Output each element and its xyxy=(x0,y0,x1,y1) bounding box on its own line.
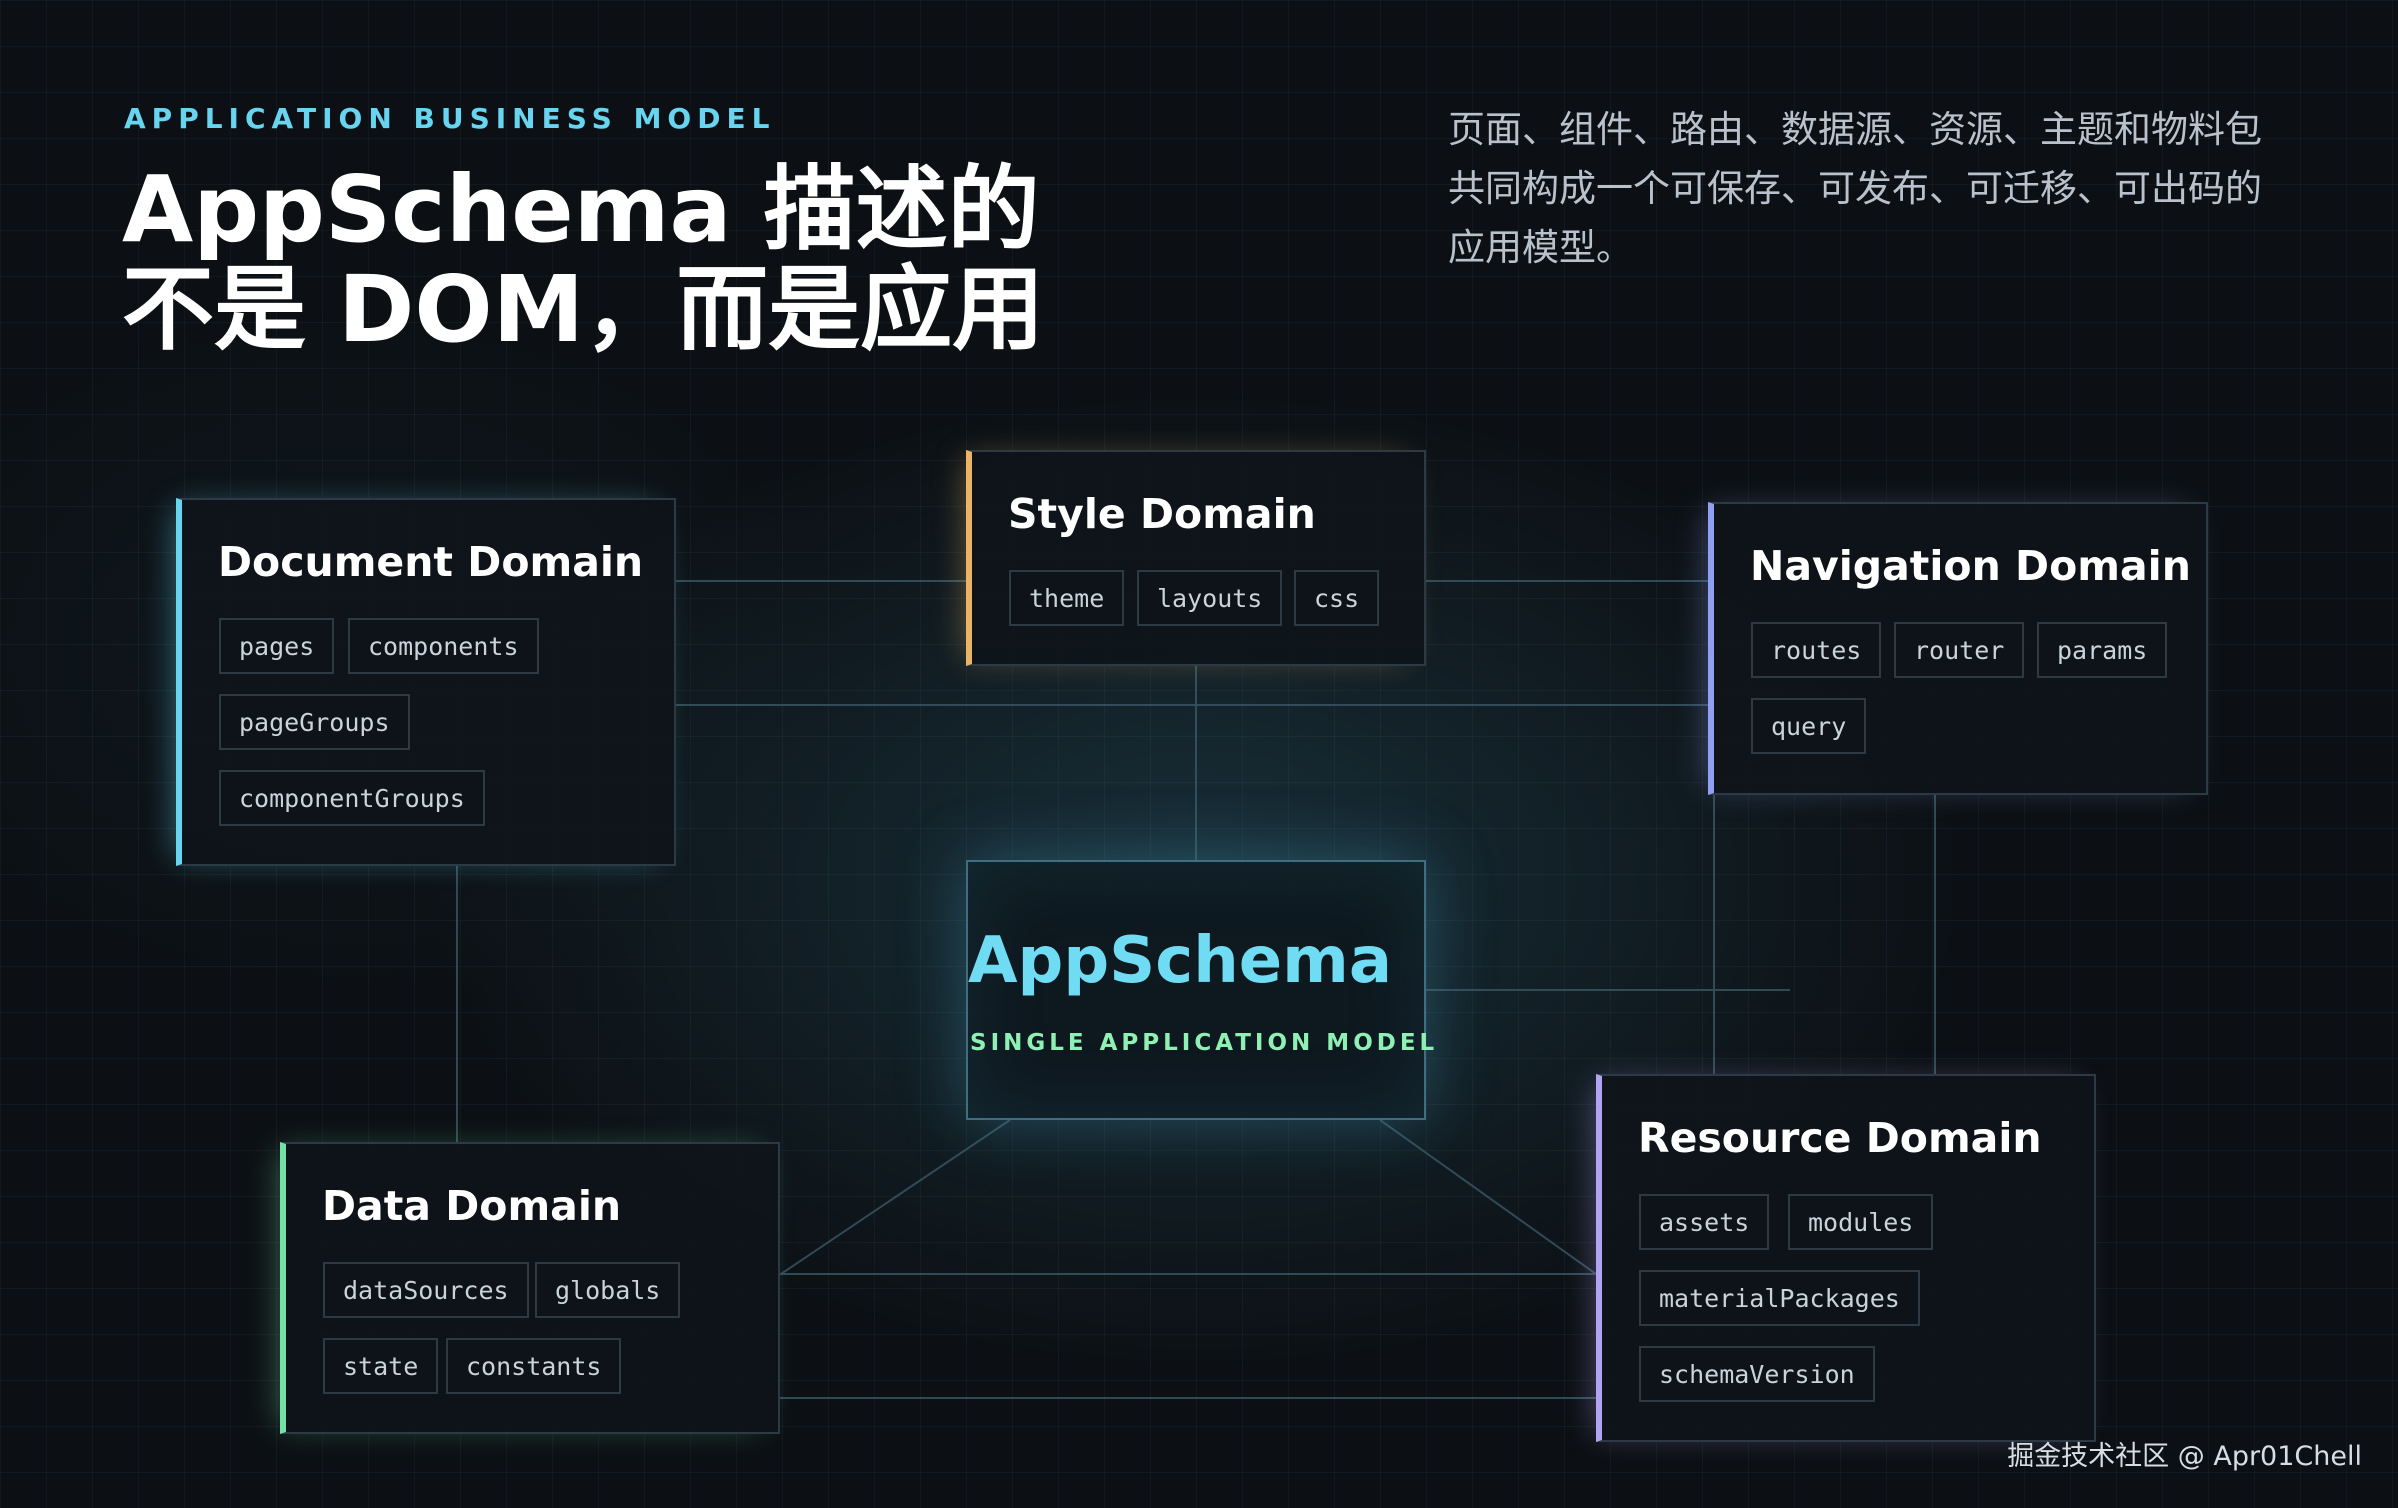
resource-domain-title: Resource Domain xyxy=(1638,1114,2042,1162)
tag-page-groups: pageGroups xyxy=(219,694,410,750)
appschema-subtitle: SINGLE APPLICATION MODEL xyxy=(970,1030,1439,1056)
tag-css: css xyxy=(1294,570,1380,626)
tag-components: components xyxy=(348,618,539,674)
navigation-domain-card: Navigation Domain routes router params q… xyxy=(1708,502,2208,795)
tag-material-packages: materialPackages xyxy=(1639,1270,1920,1326)
tag-globals: globals xyxy=(535,1262,681,1318)
tag-pages: pages xyxy=(219,618,335,674)
eyebrow-label: APPLICATION BUSINESS MODEL xyxy=(124,102,776,135)
tag-state: state xyxy=(323,1338,439,1394)
tag-data-sources: dataSources xyxy=(323,1262,529,1318)
tag-layouts: layouts xyxy=(1137,570,1283,626)
page-title-line-2: 不是 DOM，而是应用 xyxy=(122,256,1045,363)
link-center-resource xyxy=(1379,1119,1597,1275)
tag-routes: routes xyxy=(1751,622,1882,678)
navigation-domain-title: Navigation Domain xyxy=(1750,542,2191,590)
data-domain-title: Data Domain xyxy=(322,1182,622,1230)
page-description: 页面、组件、路由、数据源、资源、主题和物料包共同构成一个可保存、可发布、可迁移、… xyxy=(1448,108,2262,269)
credit-watermark: 掘金技术社区 @ Apr01Chell xyxy=(2007,1441,2362,1472)
tag-router: router xyxy=(1894,622,2025,678)
appschema-center-card: AppSchema SINGLE APPLICATION MODEL xyxy=(966,860,1434,1120)
style-domain-title: Style Domain xyxy=(1008,490,1316,538)
page-title-line-1: AppSchema 描述的 xyxy=(122,156,1040,263)
link-center-data xyxy=(777,1119,1011,1277)
tag-theme: theme xyxy=(1009,570,1125,626)
tag-modules: modules xyxy=(1788,1194,1934,1250)
style-domain-card: Style Domain theme layouts css xyxy=(966,450,1426,666)
data-domain-card: Data Domain dataSources globals state co… xyxy=(280,1142,780,1434)
resource-domain-card: Resource Domain assets modules materialP… xyxy=(1596,1074,2096,1442)
tag-constants: constants xyxy=(446,1338,622,1394)
document-domain-card: Document Domain pages components pageGro… xyxy=(176,498,676,866)
tag-schema-version: schemaVersion xyxy=(1639,1346,1875,1402)
document-domain-title: Document Domain xyxy=(218,538,644,586)
tag-assets: assets xyxy=(1639,1194,1770,1250)
tag-query: query xyxy=(1751,698,1867,754)
tag-component-groups: componentGroups xyxy=(219,770,485,826)
appschema-title: AppSchema xyxy=(968,924,1393,998)
page-title: AppSchema 描述的 不是 DOM，而是应用 xyxy=(122,160,1044,360)
tag-params: params xyxy=(2037,622,2168,678)
